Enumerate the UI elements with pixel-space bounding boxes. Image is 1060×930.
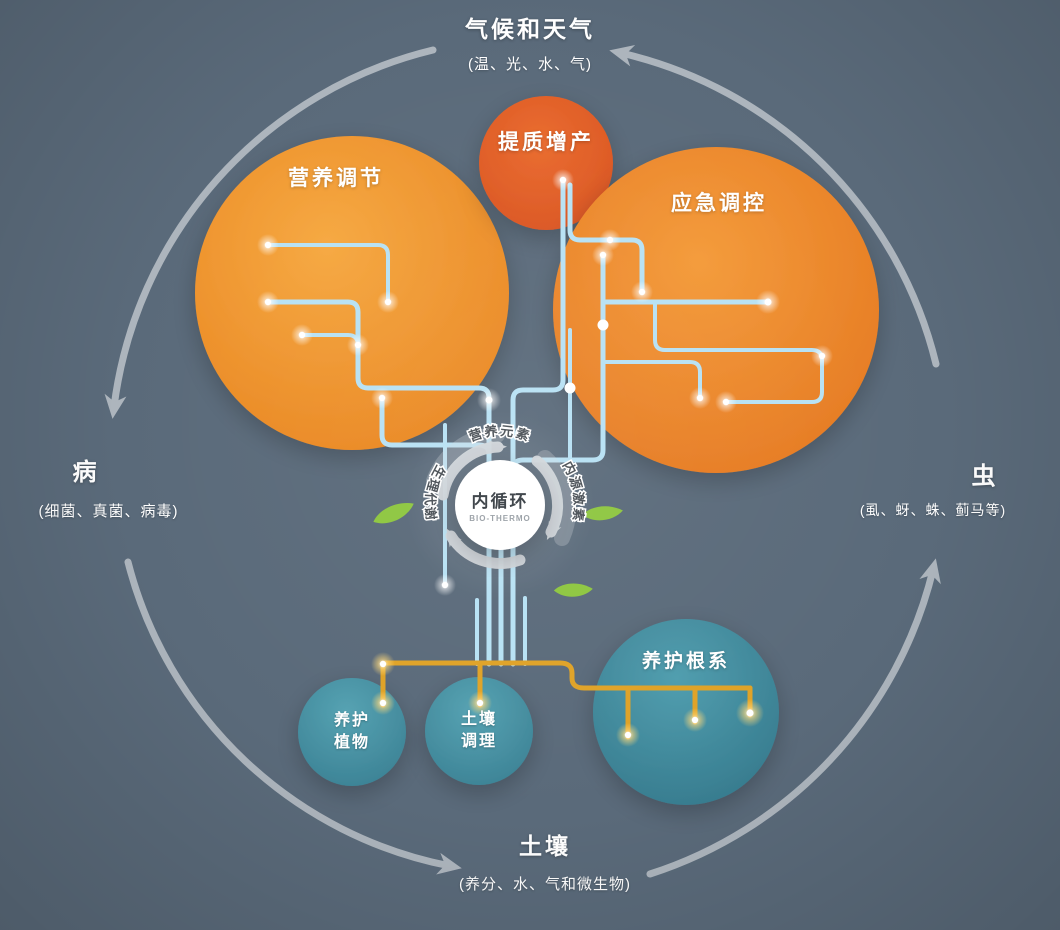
glow-dot xyxy=(477,388,501,412)
glow-dot xyxy=(434,574,456,596)
disease-subtitle: (细菌、真菌、病毒) xyxy=(38,503,179,520)
glow-dot xyxy=(756,290,780,314)
cycle-arrow-bottom-to-right xyxy=(646,558,941,878)
glow-dot xyxy=(347,334,369,356)
glow-dot-gold xyxy=(616,723,640,747)
root-care-bubble xyxy=(593,619,779,805)
quality-bubble-label: 提质增产 xyxy=(498,131,594,154)
glow-dot xyxy=(689,387,711,409)
leaf-icon xyxy=(373,503,414,524)
inner-cycle-subtitle: BIO-THERMO xyxy=(469,514,531,523)
soil-conditioning-bubble xyxy=(425,677,533,785)
disease-title: 病 xyxy=(72,459,100,486)
cycle-arrow-top-left xyxy=(104,46,437,419)
quality-bubble xyxy=(479,96,613,230)
function-bubbles xyxy=(195,96,879,805)
node-dot xyxy=(564,382,576,394)
soil-conditioning-line1: 土壤 xyxy=(460,711,497,728)
insect-subtitle: (虱、蚜、蛛、蓟马等) xyxy=(859,502,1007,518)
node-dot xyxy=(597,319,609,331)
cycle-arrow-right-to-top xyxy=(609,44,940,368)
inner-cycle-title: 内循环 xyxy=(471,492,529,511)
soil-conditioning-bubble-label: 土壤 调理 xyxy=(447,709,511,752)
climate-title: 气候和天气 xyxy=(465,16,595,42)
glow-dots xyxy=(257,169,833,747)
soil-subtitle: (养分、水、气和微生物) xyxy=(459,876,631,893)
outer-cycle-arrows xyxy=(104,44,941,878)
glow-dot-gold xyxy=(468,691,492,715)
root-care-bubble-label: 养护根系 xyxy=(641,651,730,672)
glow-dot-gold xyxy=(371,652,395,676)
inner-cycle-label: 内循环 BIO-THERMO xyxy=(448,487,552,523)
plant-care-line1: 养护 xyxy=(333,712,370,729)
cycle-arrow-left-to-bottom xyxy=(124,558,462,875)
glow-dot xyxy=(631,281,653,303)
inner-cycle-ring: 营养元素 生理代谢 内源激素 xyxy=(405,410,595,600)
glow-dot xyxy=(257,291,279,313)
glow-dot-gold xyxy=(371,691,395,715)
glow-dot xyxy=(592,244,614,266)
nutrition-bubble xyxy=(195,136,509,450)
nutrition-bubble-label: 营养调节 xyxy=(288,167,384,190)
emergency-bubble-label: 应急调控 xyxy=(671,192,767,215)
insect-title: 虫 xyxy=(971,463,999,490)
emergency-bubble xyxy=(553,147,879,473)
soil-title: 土壤 xyxy=(519,833,571,859)
glow-dot-gold xyxy=(736,699,764,727)
ring-arrow-top xyxy=(437,440,507,501)
glow-dot xyxy=(715,391,737,413)
glow-dot xyxy=(257,234,279,256)
node-dots xyxy=(564,319,609,394)
climate-subtitle: (温、光、水、气) xyxy=(468,56,592,73)
glow-dot xyxy=(811,345,833,367)
glow-dot xyxy=(371,387,393,409)
plant-care-bubble-label: 养护 植物 xyxy=(320,710,384,753)
ring-arrow-right xyxy=(531,455,563,540)
inner-cycle-core xyxy=(455,460,545,550)
glow-dot xyxy=(377,291,399,313)
leaf-icon xyxy=(553,583,593,597)
ring-arrow-left xyxy=(445,528,526,569)
glow-dot xyxy=(552,169,574,191)
plant-care-line2: 植物 xyxy=(333,733,370,751)
glow-dot xyxy=(291,324,313,346)
soil-conditioning-line2: 调理 xyxy=(460,732,497,750)
glow-dot-gold xyxy=(683,708,707,732)
